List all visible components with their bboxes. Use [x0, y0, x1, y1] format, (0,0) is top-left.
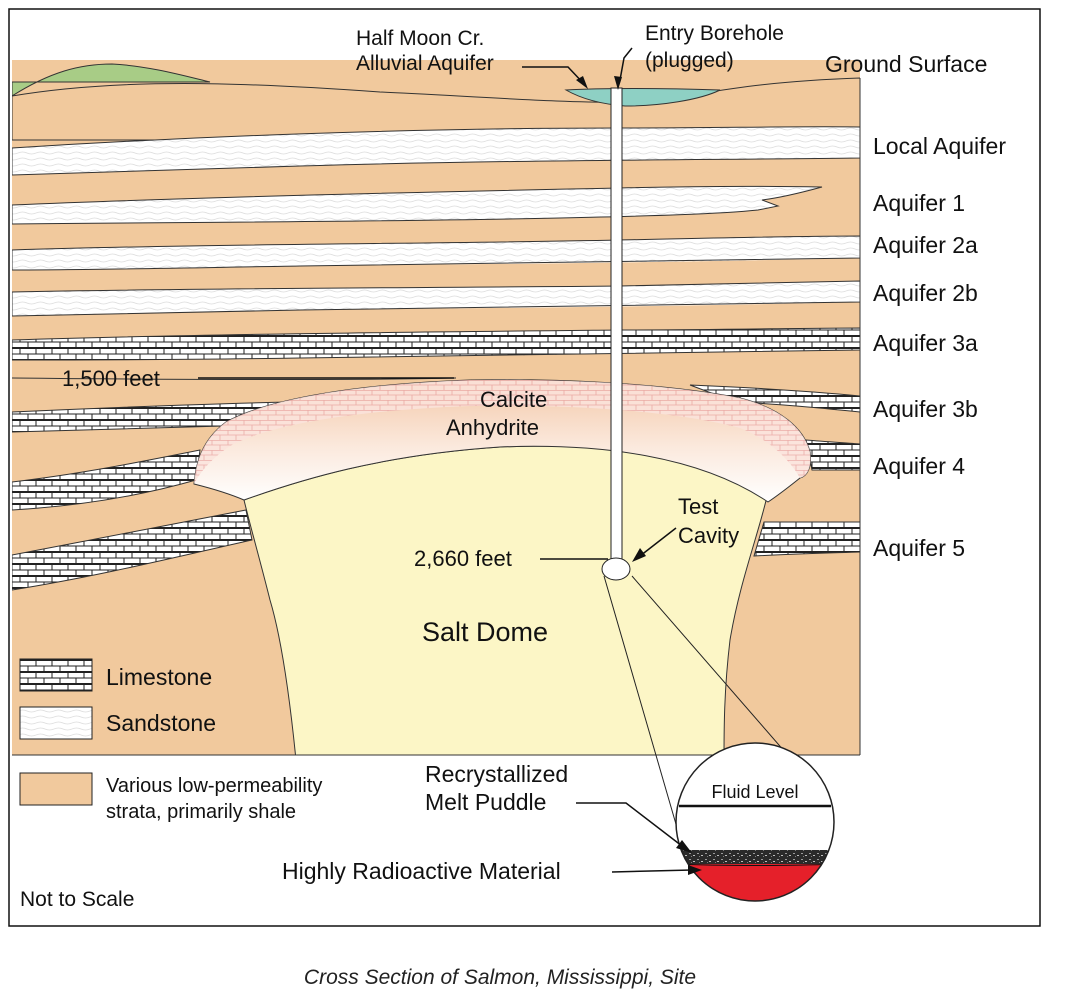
calcite-band: [194, 379, 811, 484]
aquifer-3a-layer: [12, 327, 860, 361]
half-moon-label-2: Alluvial Aquifer: [356, 52, 494, 75]
cavity-inset: Fluid Level: [675, 742, 835, 902]
test-cavity-arrow: [639, 527, 677, 557]
aquifer-2a-label: Aquifer 2a: [873, 232, 978, 258]
aquifer-1-label: Aquifer 1: [873, 190, 965, 216]
aquifer-3b-layer-right: [689, 384, 860, 413]
anhydrite-label: Anhydrite: [446, 415, 539, 440]
aquifer-4-label: Aquifer 4: [873, 453, 965, 479]
ground-surface-label: Ground Surface: [825, 51, 987, 77]
aquifer-2b-layer: [12, 280, 860, 317]
legend-shale-swatch: [19, 772, 93, 806]
radioactive-arrow: [611, 869, 693, 873]
legend-limestone-label: Limestone: [106, 664, 212, 690]
local-aquifer-label: Local Aquifer: [873, 133, 1006, 159]
half-moon-label-1: Half Moon Cr.: [356, 27, 484, 50]
entry-borehole: [610, 87, 623, 565]
fluid-level-label: Fluid Level: [711, 782, 798, 802]
aquifer-5-layer-right: [753, 521, 860, 557]
recrystallized-label-1: Recrystallized: [425, 761, 568, 787]
depth-1500-label: 1,500 feet: [62, 366, 160, 391]
entry-borehole-arrow: [619, 47, 633, 81]
aquifer-3a-label: Aquifer 3a: [873, 330, 978, 356]
salt-dome-label: Salt Dome: [422, 617, 548, 647]
entry-borehole-label-2: (plugged): [645, 49, 734, 72]
aquifer-2b-label: Aquifer 2b: [873, 280, 978, 306]
radioactive-label: Highly Radioactive Material: [282, 858, 561, 884]
local-aquifer-layer: [12, 126, 860, 176]
legend-sandstone-swatch: [19, 706, 93, 740]
legend-shale-label-2: strata, primarily shale: [106, 801, 296, 823]
test-cavity-label-1: Test: [678, 494, 718, 519]
aquifer-5-label: Aquifer 5: [873, 535, 965, 561]
recrystallized-label-2: Melt Puddle: [425, 789, 546, 815]
not-to-scale-label: Not to Scale: [20, 888, 134, 911]
legend-limestone-swatch: [19, 658, 93, 692]
test-cavity-label-2: Cavity: [678, 523, 739, 548]
legend-shale-label-1: Various low-permeability: [106, 775, 322, 797]
entry-borehole-label-1: Entry Borehole: [645, 22, 784, 45]
aquifer-2a-layer: [12, 235, 860, 271]
aquifer-5-layer-left: [12, 509, 253, 591]
melt-puddle-arrow: [576, 802, 683, 847]
legend-sandstone-label: Sandstone: [106, 710, 216, 736]
aquifer-3b-label: Aquifer 3b: [873, 396, 978, 422]
calcite-label: Calcite: [480, 387, 547, 412]
hill: [12, 63, 211, 97]
figure-border: [8, 8, 1041, 927]
test-cavity: [601, 557, 631, 581]
figure-caption: Cross Section of Salmon, Mississippi, Si…: [304, 966, 696, 989]
ground-surface: [12, 77, 860, 141]
aquifer-4-layer-right: [805, 439, 860, 471]
depth-2660-label: 2,660 feet: [414, 546, 512, 571]
